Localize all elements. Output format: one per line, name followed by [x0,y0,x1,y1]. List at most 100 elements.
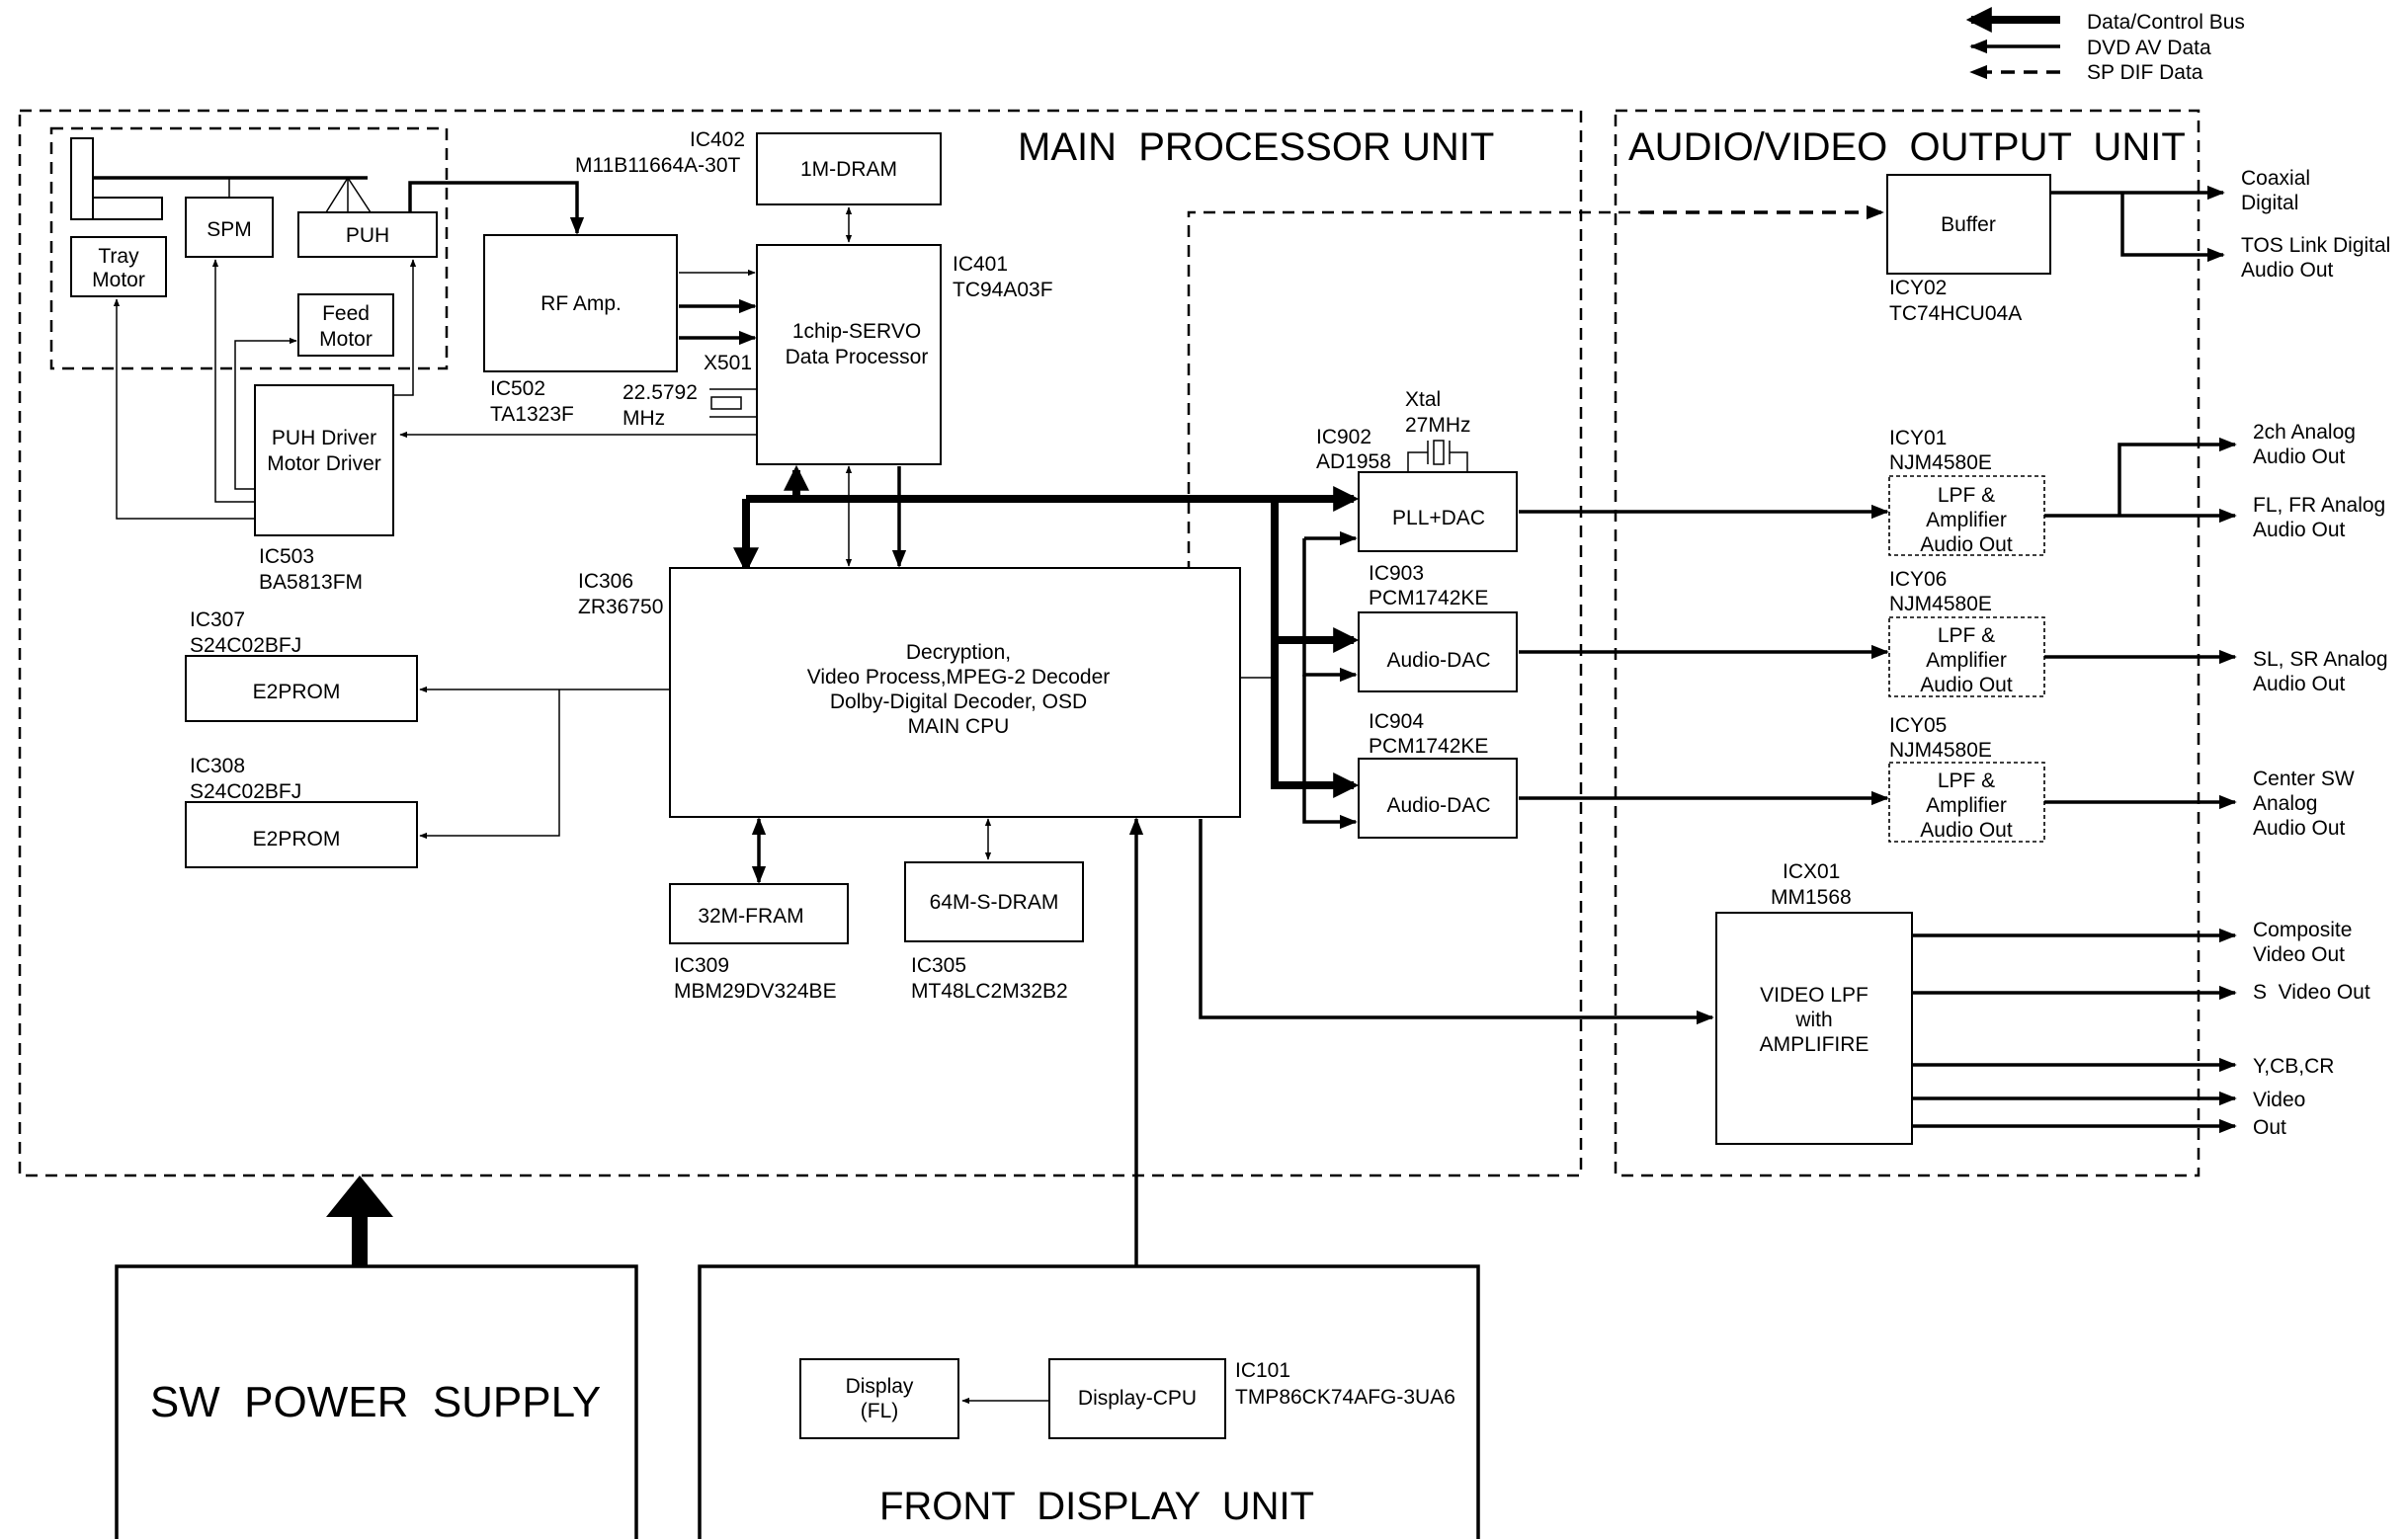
mechanism-frame [49,126,449,370]
ic902-name: PLL+DAC [1392,507,1485,529]
rf-amp-name: RF Amp. [540,292,622,315]
ic402-part: M11B11664A-30T [575,154,740,177]
xtal-label-1: Xtal [1405,388,1441,411]
driver-to-spm [211,259,255,503]
icy02-name: Buffer [1941,213,1996,236]
out-flfr-2: Audio Out [2253,519,2346,541]
ic101-part: TMP86CK74AFG-3UA6 [1235,1386,1455,1409]
feed-motor-label-2: Motor [319,328,373,351]
tray-motor-box [70,236,167,297]
decoder-to-video-lpf [1199,819,1714,1025]
ic305-part: MT48LC2M32B2 [911,980,1068,1003]
display-fl-2: (FL) [861,1400,899,1422]
icy05-name-2: Amplifier [1926,794,2007,817]
ic307-part: S24C02BFJ [190,634,301,657]
rf-amp-box [483,234,678,372]
puh-label: PUH [346,224,389,247]
legend: Data/Control Bus DVD AV Data SP DIF Data [1965,7,2245,84]
ic503-box [254,384,394,536]
ic904-name: Audio-DAC [1386,794,1490,817]
out-coax-2: Digital [2241,192,2298,214]
driver-to-puh [393,259,417,396]
ic308-box [185,801,418,868]
ic309-ref: IC309 [674,954,729,977]
ic305-box [904,861,1084,942]
ic903-box [1358,611,1518,692]
out-2ch-2: Audio Out [2253,446,2346,468]
bus-to-audio-dac-2 [1271,640,1360,798]
feed-motor-box [297,293,394,357]
ic305-name: 64M-S-DRAM [930,891,1059,914]
out-composite-2: Video Out [2253,943,2345,966]
legend-bus-label: Data/Control Bus [2087,11,2245,34]
legend-av-label: DVD AV Data [2087,37,2211,59]
icy05-part: NJM4580E [1889,739,1992,762]
icx01-ref: ICX01 [1783,860,1840,883]
icy01-box [1888,475,2045,556]
ic401-name-1: 1chip-SERVO [792,320,921,343]
icx01-name-1: VIDEO LPF [1760,984,1868,1007]
out-svideo: S Video Out [2253,981,2370,1004]
icy01-part: NJM4580E [1889,451,1992,474]
ic309-part: MBM29DV324BE [674,980,837,1003]
av-output-unit-title: AUDIO/VIDEO OUTPUT UNIT [1628,125,2186,169]
ic309-box [669,883,849,944]
xtal-label-2: 27MHz [1405,414,1471,437]
xtal-icon [1407,440,1468,472]
ic101-box [1048,1358,1226,1439]
ic305-ref: IC305 [911,954,966,977]
ic402-ref: IC402 [690,128,745,151]
icy02-part: TC74HCU04A [1889,302,2022,325]
puh-box [297,211,438,258]
icy06-part: NJM4580E [1889,593,1992,615]
icy05-name-1: LPF & [1938,770,1995,792]
main-processor-unit-frame [18,109,1583,1177]
tray-slide [92,197,163,220]
lpf1-to-2ch [2117,437,2237,516]
ic306-box [669,567,1241,818]
out-composite-1: Composite [2253,919,2352,941]
icy02-box [1886,174,2051,275]
ic503-name-2: Motor Driver [267,452,381,475]
display-fl-box [799,1358,959,1439]
out-flfr-1: FL, FR Analog [2253,494,2385,517]
crystal-icon [709,388,757,418]
tray-motor-label-1: Tray [98,245,139,268]
ic902-ref: IC902 [1316,426,1371,448]
icy06-ref: ICY06 [1889,568,1947,591]
ic904-box [1358,758,1518,839]
out-video-2: Out [2253,1116,2286,1139]
ic402-name: 1M-DRAM [800,158,897,181]
out-2ch-1: 2ch Analog [2253,421,2356,444]
front-display-unit-title: FRONT DISPLAY UNIT [879,1485,1314,1528]
ic306-name-2: Video Process,MPEG-2 Decoder [807,666,1111,688]
spm-box [185,197,274,258]
out-tos-2: Audio Out [2241,259,2334,282]
ic308-part: S24C02BFJ [190,780,301,803]
bus-to-dac-audio-1 [1302,538,1358,683]
ic904-ref: IC904 [1369,710,1424,733]
x501-ref: X501 [704,352,752,374]
ic401-part: TC94A03F [953,279,1053,301]
mechanism-area: Tray Motor SPM PUH Feed Motor [49,126,449,370]
out-center-3: Audio Out [2253,817,2346,840]
icy05-ref: ICY05 [1889,714,1947,737]
ic401-ref: IC401 [953,253,1008,276]
ic904-part: PCM1742KE [1369,735,1488,758]
ic101-name: Display-CPU [1078,1387,1197,1410]
tray-motor-label-2: Motor [92,269,145,291]
driver-to-feed-motor [234,337,297,490]
out-center-1: Center SW [2253,768,2355,790]
ic401-box [756,244,942,465]
puh-to-rf-line [408,181,585,235]
out-slsr-1: SL, SR Analog [2253,648,2388,671]
ic503-ref: IC503 [259,545,314,568]
ic903-name: Audio-DAC [1386,649,1490,672]
ic503-part: BA5813FM [259,571,363,594]
ic503-name-1: PUH Driver [272,427,376,449]
feed-motor-label-1: Feed [322,302,370,325]
ic306-ref: IC306 [578,570,633,593]
power-arrow-head [326,1175,393,1217]
ic307-ref: IC307 [190,608,245,631]
